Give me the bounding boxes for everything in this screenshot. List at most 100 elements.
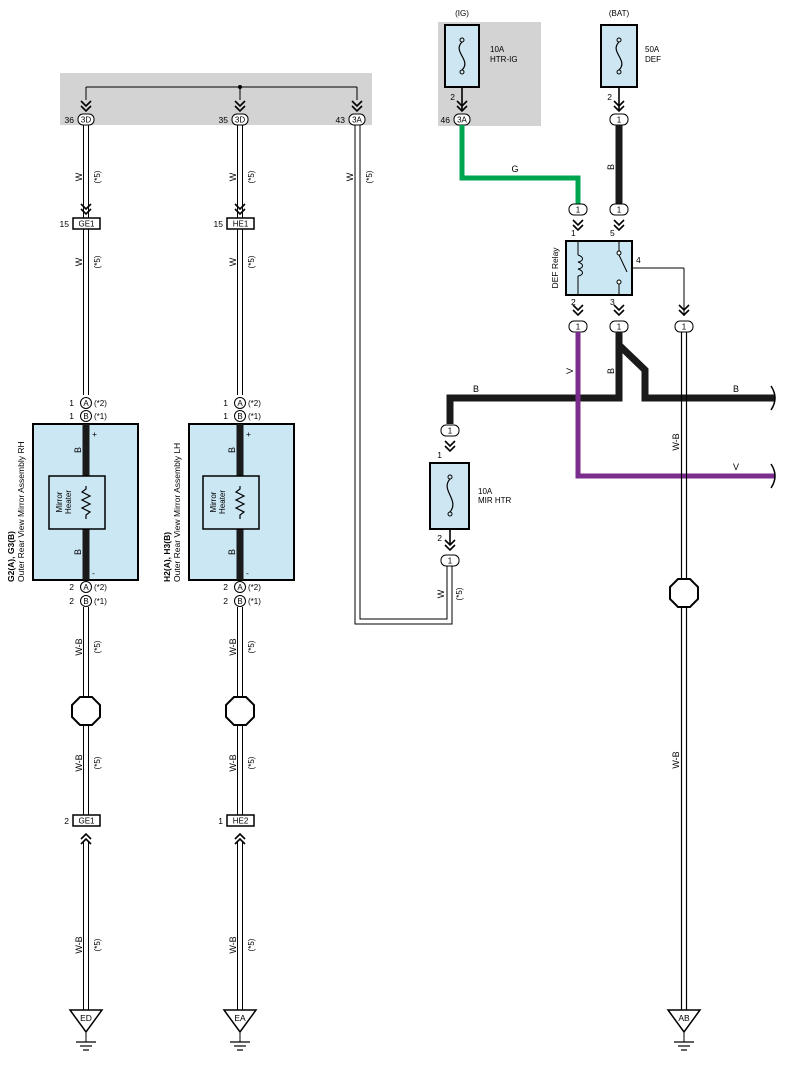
svg-text:Heater: Heater bbox=[64, 490, 73, 514]
svg-text:W: W bbox=[228, 257, 238, 266]
svg-text:+: + bbox=[246, 429, 251, 439]
svg-text:(BAT): (BAT) bbox=[609, 9, 630, 18]
svg-text:(*5): (*5) bbox=[93, 640, 102, 653]
svg-text:(*5): (*5) bbox=[455, 587, 464, 600]
svg-text:B: B bbox=[83, 597, 88, 606]
connector-ge1-top: GE1 15 bbox=[60, 217, 101, 230]
svg-text:1: 1 bbox=[448, 427, 453, 436]
svg-text:1: 1 bbox=[218, 816, 223, 826]
svg-text:A: A bbox=[83, 583, 89, 592]
svg-text:B: B bbox=[227, 447, 237, 453]
svg-text:W-B: W-B bbox=[671, 433, 681, 450]
svg-text:W: W bbox=[74, 172, 84, 181]
wire-green bbox=[459, 125, 581, 204]
svg-text:W-B: W-B bbox=[228, 754, 238, 771]
svg-text:(*1): (*1) bbox=[94, 597, 107, 606]
svg-text:(*1): (*1) bbox=[94, 412, 107, 421]
svg-text:2: 2 bbox=[69, 596, 74, 606]
def-relay: 1 5 4 2 3 DEF Relay bbox=[550, 228, 684, 307]
fuse-def: (BAT) 50A DEF bbox=[600, 9, 661, 88]
svg-text:W-B: W-B bbox=[228, 638, 238, 655]
svg-text:B: B bbox=[733, 384, 739, 394]
junction-block-left bbox=[60, 73, 372, 125]
svg-text:15: 15 bbox=[60, 219, 70, 229]
connector-relay-2: 1 bbox=[568, 320, 588, 333]
connector-3a-mir: 3A 43 bbox=[336, 113, 366, 126]
svg-text:10A: 10A bbox=[478, 487, 493, 496]
svg-text:AB: AB bbox=[678, 1013, 690, 1023]
svg-text:1: 1 bbox=[69, 411, 74, 421]
svg-text:3: 3 bbox=[610, 297, 615, 307]
svg-text:1: 1 bbox=[576, 323, 581, 332]
pin-rh-out: 2 A (*2) 2 B (*1) bbox=[69, 581, 107, 607]
svg-text:-: - bbox=[246, 568, 249, 578]
svg-text:1: 1 bbox=[682, 323, 687, 332]
svg-text:46: 46 bbox=[441, 115, 451, 125]
svg-text:HE1: HE1 bbox=[233, 220, 249, 229]
svg-text:(IG): (IG) bbox=[455, 9, 469, 18]
connector-relay-1: 1 bbox=[568, 203, 588, 216]
svg-text:3A: 3A bbox=[457, 116, 467, 125]
svg-text:(*2): (*2) bbox=[248, 399, 261, 408]
fuse-htr-ig: (IG) 10A HTR-IG bbox=[444, 9, 518, 88]
connector-he1-top: HE1 15 bbox=[214, 217, 255, 230]
svg-text:(*2): (*2) bbox=[248, 583, 261, 592]
svg-text:2: 2 bbox=[450, 92, 455, 102]
svg-text:W: W bbox=[228, 172, 238, 181]
svg-text:(*1): (*1) bbox=[248, 597, 261, 606]
svg-text:2: 2 bbox=[64, 816, 69, 826]
svg-text:1: 1 bbox=[617, 323, 622, 332]
svg-text:Heater: Heater bbox=[218, 490, 227, 514]
svg-text:(*5): (*5) bbox=[93, 938, 102, 951]
svg-text:(*2): (*2) bbox=[94, 583, 107, 592]
connector-mir-in: 1 bbox=[440, 424, 460, 437]
svg-text:H2(A), H3(B): H2(A), H3(B) bbox=[162, 532, 172, 582]
ground-ea: EA bbox=[222, 1009, 258, 1051]
svg-text:G: G bbox=[511, 164, 518, 174]
svg-text:(*5): (*5) bbox=[247, 170, 256, 183]
connector-3d-rh: 3D 36 bbox=[65, 113, 95, 126]
svg-text:W-B: W-B bbox=[74, 936, 84, 953]
svg-text:B: B bbox=[73, 549, 83, 555]
svg-text:G2(A), G3(B): G2(A), G3(B) bbox=[6, 531, 16, 582]
connector-bat-out: 1 bbox=[609, 113, 629, 126]
pin-lh-in: 1 A (*2) 1 B (*1) bbox=[223, 397, 261, 422]
svg-text:15: 15 bbox=[214, 219, 224, 229]
svg-text:(*2): (*2) bbox=[94, 399, 107, 408]
svg-text:HE2: HE2 bbox=[233, 817, 249, 826]
svg-text:MIR HTR: MIR HTR bbox=[478, 496, 512, 505]
svg-text:3D: 3D bbox=[81, 116, 91, 125]
svg-text:+: + bbox=[92, 429, 97, 439]
svg-text:43: 43 bbox=[336, 115, 346, 125]
svg-text:DEF: DEF bbox=[645, 55, 661, 64]
svg-text:HTR-IG: HTR-IG bbox=[490, 55, 518, 64]
svg-text:W: W bbox=[74, 257, 84, 266]
mirror-assembly-rh: + - B B Mirror Heater G2(A), G3(B) Outer… bbox=[6, 423, 139, 582]
svg-text:2: 2 bbox=[437, 533, 442, 543]
svg-text:2: 2 bbox=[607, 92, 612, 102]
svg-text:Mirror: Mirror bbox=[209, 491, 218, 512]
svg-text:36: 36 bbox=[65, 115, 75, 125]
svg-text:2: 2 bbox=[223, 582, 228, 592]
svg-text:3A: 3A bbox=[352, 116, 362, 125]
connector-ge1-bottom: GE1 2 bbox=[64, 814, 101, 827]
svg-text:B: B bbox=[606, 368, 616, 374]
svg-text:A: A bbox=[237, 583, 243, 592]
svg-text:Outer Rear View Mirror Assembl: Outer Rear View Mirror Assembly RH bbox=[16, 441, 26, 582]
svg-text:50A: 50A bbox=[645, 45, 660, 54]
svg-text:W-B: W-B bbox=[74, 754, 84, 771]
svg-text:(*1): (*1) bbox=[248, 412, 261, 421]
svg-text:(*5): (*5) bbox=[247, 756, 256, 769]
svg-text:GE1: GE1 bbox=[78, 220, 95, 229]
svg-text:(*5): (*5) bbox=[247, 938, 256, 951]
svg-text:W-B: W-B bbox=[228, 936, 238, 953]
svg-text:1: 1 bbox=[223, 411, 228, 421]
connector-mir-out: 1 bbox=[440, 554, 460, 567]
svg-text:1: 1 bbox=[437, 450, 442, 460]
svg-text:2: 2 bbox=[223, 596, 228, 606]
svg-text:(*5): (*5) bbox=[93, 255, 102, 268]
svg-text:W: W bbox=[436, 589, 446, 598]
svg-text:V: V bbox=[733, 462, 739, 472]
svg-text:V: V bbox=[565, 368, 575, 374]
